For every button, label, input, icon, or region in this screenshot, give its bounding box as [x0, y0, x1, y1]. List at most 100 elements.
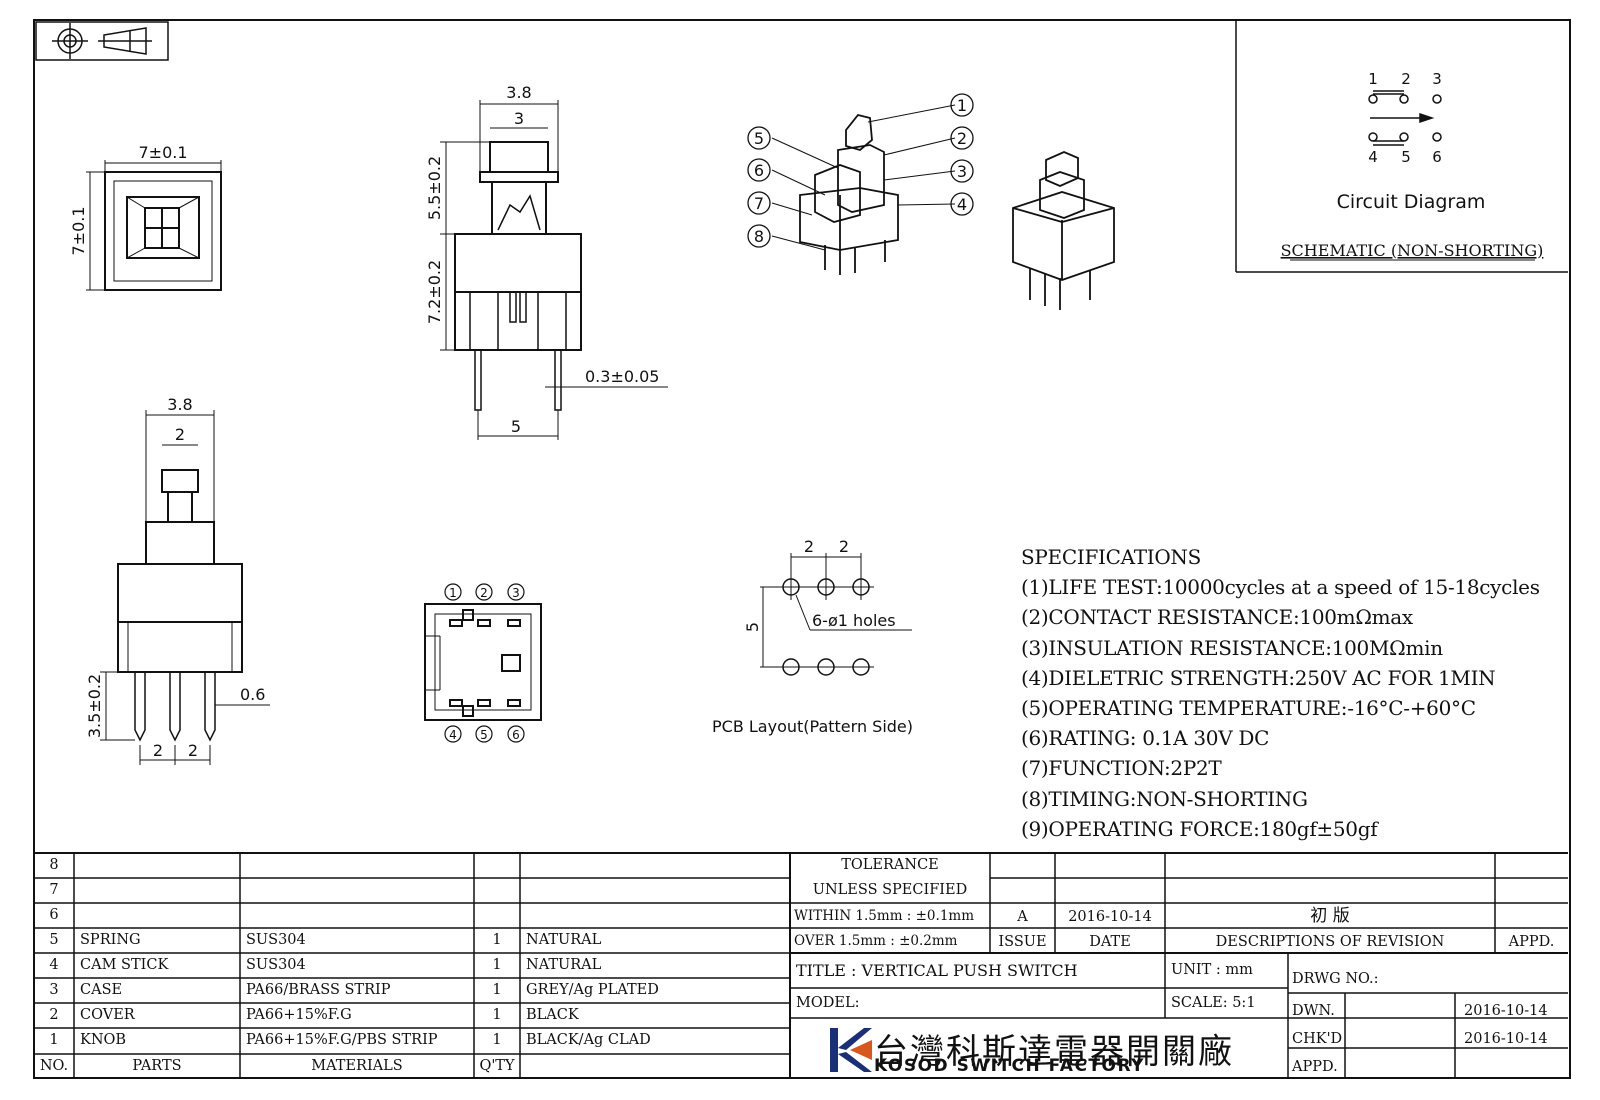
spec-item: (4)DIELETRIC STRENGTH:250V AC FOR 1MIN	[1021, 665, 1496, 690]
pcb-caption: PCB Layout(Pattern Side)	[712, 717, 913, 736]
scale-label: SCALE: 5:1	[1171, 995, 1256, 1011]
spec-item: (8)TIMING:NON-SHORTING	[1021, 786, 1308, 811]
bom-material: PA66+15%F.G	[246, 1007, 352, 1023]
side-view	[100, 410, 270, 765]
spec-item: (2)CONTACT RESISTANCE:100mΩmax	[1021, 605, 1413, 630]
checked-date: 2016-10-14	[1464, 1031, 1548, 1047]
bottom-pin-marks	[444, 583, 525, 743]
drawing-title: TITLE : VERTICAL PUSH SWITCH	[796, 961, 1078, 980]
bom-no: 3	[49, 982, 59, 998]
drawn-label: DWN.	[1292, 1003, 1335, 1019]
bom-finish: BLACK/Ag CLAD	[526, 1032, 651, 1048]
circuit-pin-5: 5	[1401, 148, 1411, 166]
circuit-pin-1: 1	[1368, 70, 1378, 88]
dim-front-lower: 7.2±0.2	[425, 260, 444, 324]
pcb-dim-row: 5	[743, 622, 762, 632]
iso-callout-circles	[747, 93, 974, 248]
bom-no: 8	[49, 857, 59, 873]
pcb-holes: 6-ø1 holes	[812, 611, 896, 630]
bottom-pin-6: 6	[512, 728, 520, 742]
descriptions-header: DESCRIPTIONS OF REVISION	[1215, 934, 1445, 950]
bom-no: 1	[49, 1032, 59, 1048]
pcb-dim-a: 2	[804, 537, 814, 556]
front-view	[440, 100, 668, 440]
bom-no: 6	[49, 907, 59, 923]
spec-item: (5)OPERATING TEMPERATURE:-16°C-+60°C	[1021, 696, 1476, 721]
bom-finish: NATURAL	[526, 932, 602, 948]
checked-label: CHK'D	[1292, 1031, 1343, 1047]
dim-front-inner: 3	[514, 109, 524, 128]
spec-item: (3)INSULATION RESISTANCE:100MΩmin	[1021, 635, 1443, 660]
projection-symbol	[35, 21, 169, 61]
bottom-pin-4: 4	[449, 728, 457, 742]
dim-pin-dia: 0.3±0.05	[585, 367, 659, 386]
circuit-caption: Circuit Diagram	[1337, 191, 1486, 213]
date-header: DATE	[1089, 934, 1131, 950]
bom-qty: 1	[492, 932, 502, 948]
top-view	[86, 160, 222, 291]
bottom-pin-2: 2	[480, 586, 488, 600]
company-logo	[830, 1028, 872, 1072]
bom-finish: BLACK	[526, 1007, 579, 1023]
company-name-cn: 台灣科斯達電器開關廠	[874, 1032, 1234, 1072]
iso-callout-8: 8	[754, 227, 764, 246]
bom-no: 2	[49, 1007, 59, 1023]
bom-finish: GREY/Ag PLATED	[526, 982, 659, 998]
bom-material: SUS304	[246, 932, 306, 948]
iso-callout-7: 7	[754, 194, 764, 213]
issue-header: ISSUE	[998, 934, 1047, 950]
bom-grid	[34, 852, 1568, 1078]
pcb-dim-b: 2	[839, 537, 849, 556]
revision-description: 初 版	[1310, 906, 1350, 926]
bom-material: PA66/BRASS STRIP	[246, 982, 391, 998]
circuit-pin-6: 6	[1432, 148, 1442, 166]
tolerance-over: OVER 1.5mm : ±0.2mm	[794, 933, 958, 949]
bom-qty: 1	[492, 1007, 502, 1023]
bom-qty: 1	[492, 957, 502, 973]
bom-header-materials: MATERIALS	[311, 1058, 403, 1074]
bom-header-no: NO.	[39, 1058, 69, 1074]
schematic-label: SCHEMATIC (NON-SHORTING)	[1281, 241, 1544, 260]
drawn-date: 2016-10-14	[1464, 1003, 1548, 1019]
approved-label: APPD.	[1292, 1059, 1338, 1075]
circuit-pin-2: 2	[1401, 70, 1411, 88]
bom-part: KNOB	[80, 1032, 127, 1048]
dim-front-outer: 3.8	[506, 83, 531, 102]
dim-pin-pitch: 5	[511, 417, 521, 436]
specifications-block: SPECIFICATIONS (1)LIFE TEST:10000cycles …	[1021, 542, 1540, 844]
spec-title: SPECIFICATIONS	[1021, 545, 1202, 569]
bom-header-qty: Q'TY	[479, 1058, 515, 1074]
bottom-pin-5: 5	[480, 728, 488, 742]
circuit-diagram	[1368, 90, 1442, 146]
pcb-layout	[760, 553, 912, 676]
iso-callout-4: 4	[957, 195, 967, 214]
bom-header-parts: PARTS	[132, 1058, 182, 1074]
iso-callout-6: 6	[754, 161, 764, 180]
dim-top-width: 7±0.1	[138, 143, 187, 162]
iso-callout-5: 5	[754, 129, 764, 148]
bom-qty: 1	[492, 1032, 502, 1048]
dim-pin-len: 3.5±0.2	[85, 674, 104, 738]
bom-qty: 1	[492, 982, 502, 998]
drawing-border	[33, 19, 1571, 1079]
revision-issue: A	[1017, 909, 1028, 925]
tolerance-label: TOLERANCE	[841, 857, 939, 873]
drawing-number-label: DRWG NO.:	[1292, 971, 1379, 987]
bom-no: 5	[49, 932, 59, 948]
dim-front-upper: 5.5±0.2	[425, 156, 444, 220]
circuit-box	[1235, 20, 1568, 273]
tolerance-within: WITHIN 1.5mm : ±0.1mm	[794, 908, 975, 924]
circuit-pin-4: 4	[1368, 148, 1378, 166]
dim-pitch-a: 2	[153, 741, 163, 760]
model-label: MODEL:	[796, 995, 860, 1011]
bottom-pin-1: 1	[449, 586, 457, 600]
bom-part: CAM STICK	[80, 957, 169, 973]
bom-no: 4	[49, 957, 59, 973]
dim-pin-w: 0.6	[240, 685, 265, 704]
spec-item: (7)FUNCTION:2P2T	[1021, 756, 1222, 781]
spec-item: (9)OPERATING FORCE:180gf±50gf	[1021, 816, 1378, 841]
spec-item: (1)LIFE TEST:10000cycles at a speed of 1…	[1021, 575, 1540, 600]
bom-part: COVER	[80, 1007, 135, 1023]
company-name-en: KOSOD SWITCH FACTORY	[874, 1056, 1145, 1076]
dim-pitch-b: 2	[188, 741, 198, 760]
